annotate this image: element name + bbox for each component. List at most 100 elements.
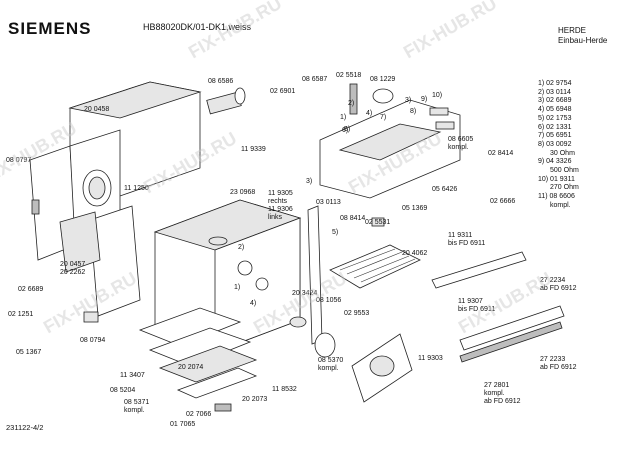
part-label: ab FD 6912 bbox=[540, 364, 577, 371]
part-label: kompl. bbox=[484, 390, 505, 397]
part-label: kompl. bbox=[124, 407, 145, 414]
legend-entry: 30 Ohm bbox=[550, 149, 575, 157]
callout-number: 5) bbox=[344, 126, 351, 133]
part-label: kompl. bbox=[318, 365, 339, 372]
part-label: 08 6587 bbox=[302, 76, 328, 83]
legend-entry: 270 Ohm bbox=[550, 184, 579, 192]
subcategory-label: Einbau-Herde bbox=[558, 36, 608, 45]
document-number: 231122-4/2 bbox=[6, 423, 44, 432]
door-rail-parts bbox=[431, 251, 565, 363]
lamp-cover-part bbox=[351, 333, 413, 403]
category-label: HERDE bbox=[558, 26, 587, 35]
callout-number: 3) bbox=[405, 97, 412, 104]
part-label: 08 5371 bbox=[124, 399, 150, 406]
part-label: 27 2233 bbox=[540, 356, 566, 363]
part-label: bis FD 6911 bbox=[448, 240, 486, 247]
part-label: 08 8414 bbox=[340, 215, 366, 222]
hardware-parts bbox=[83, 217, 385, 412]
legend-entry: 8) 03 0092 bbox=[538, 140, 572, 148]
part-label: 08 1229 bbox=[370, 76, 396, 83]
part-label: ab FD 6912 bbox=[484, 398, 521, 405]
part-label: 02 5518 bbox=[336, 72, 362, 79]
legend-entry: kompl. bbox=[550, 201, 571, 209]
part-label: 20 2262 bbox=[60, 269, 86, 276]
part-label: 02 6901 bbox=[270, 88, 296, 95]
callout-number: 2) bbox=[238, 244, 245, 251]
control-assembly-part bbox=[319, 83, 461, 199]
part-label: 02 8414 bbox=[488, 150, 514, 157]
legend-entry: 500 Ohm bbox=[550, 167, 579, 175]
part-label: 11 9307 bbox=[458, 298, 483, 305]
part-label: 03 0113 bbox=[316, 199, 341, 206]
part-label: 08 6605 bbox=[448, 136, 474, 143]
part-label: 11 8532 bbox=[272, 386, 297, 393]
fan-motor-part bbox=[206, 87, 246, 115]
part-label: 20 2073 bbox=[242, 396, 268, 403]
callout-number: 9) bbox=[421, 96, 428, 103]
part-label: 08 5204 bbox=[110, 387, 136, 394]
part-label: 11 3407 bbox=[120, 372, 145, 379]
callout-number: 5) bbox=[332, 229, 339, 236]
part-label: 01 7065 bbox=[170, 421, 196, 428]
part-label: 02 5531 bbox=[365, 219, 391, 226]
legend-entry: 1) 02 9754 bbox=[538, 80, 572, 87]
part-label: 02 6689 bbox=[18, 286, 44, 293]
part-label: 20 0458 bbox=[84, 106, 110, 113]
part-label: ab FD 6912 bbox=[540, 285, 577, 292]
part-label: 27 2801 bbox=[484, 382, 510, 389]
part-label: links bbox=[268, 214, 283, 221]
part-label: 02 1251 bbox=[8, 311, 34, 318]
part-label: 08 6586 bbox=[208, 78, 234, 85]
callout-number: 3) bbox=[306, 178, 313, 185]
part-label: 05 1369 bbox=[402, 205, 428, 212]
part-label: rechts bbox=[268, 198, 288, 205]
part-label: 08 1056 bbox=[316, 297, 342, 304]
callout-number: 2) bbox=[348, 100, 355, 107]
legend-entry: 10) 01 9311 bbox=[538, 175, 575, 183]
legend-entry: 4) 05 6948 bbox=[538, 106, 572, 114]
brand-logo-text: SIEMENS bbox=[8, 19, 92, 38]
part-label: 02 6666 bbox=[490, 198, 516, 205]
part-label: 27 2234 bbox=[540, 277, 566, 284]
callout-number: 4) bbox=[366, 110, 373, 117]
part-label: bis FD 6911 bbox=[458, 306, 496, 313]
part-label: 20 3424 bbox=[292, 290, 318, 297]
model-number: HB88020DK/01-DK1,weiss bbox=[143, 22, 252, 32]
part-label: 11 9339 bbox=[241, 146, 266, 153]
part-label: 11 9303 bbox=[418, 355, 443, 362]
callout-number: 4) bbox=[250, 300, 257, 307]
part-label: 20 2074 bbox=[178, 364, 204, 371]
part-label: 11 9311 bbox=[448, 232, 473, 239]
legend-entry: 2) 03 0114 bbox=[538, 88, 571, 96]
part-label: kompl. bbox=[448, 144, 469, 151]
parts-legend: 1) 02 9754 2) 03 0114 3) 02 6689 4) 05 6… bbox=[538, 80, 579, 211]
side-panel-part bbox=[59, 205, 141, 317]
part-label: 05 1367 bbox=[16, 349, 42, 356]
part-label: 08 0797 bbox=[6, 157, 32, 164]
heating-element-part bbox=[329, 244, 421, 289]
legend-entry: 11) 08 6606 bbox=[538, 193, 575, 201]
part-label: 05 6426 bbox=[432, 186, 458, 193]
part-label: 11 9305 bbox=[268, 190, 293, 197]
callout-number: 8) bbox=[410, 108, 417, 115]
part-label: 08 5370 bbox=[318, 357, 344, 364]
part-label: 02 9553 bbox=[344, 310, 370, 317]
part-label: 11 9306 bbox=[268, 206, 293, 213]
side-rail-part bbox=[307, 205, 323, 345]
callout-number: 6) bbox=[342, 127, 349, 134]
legend-entry: 3) 02 6689 bbox=[538, 97, 572, 105]
part-label: 11 1250 bbox=[124, 185, 149, 192]
legend-entry: 9) 04 3326 bbox=[538, 158, 572, 166]
part-label: 20 0457 bbox=[60, 261, 86, 268]
part-label: 02 7066 bbox=[186, 411, 212, 418]
part-label: 20 4062 bbox=[402, 250, 428, 257]
legend-entry: 7) 05 6951 bbox=[538, 132, 572, 140]
callout-number: 1) bbox=[340, 114, 347, 121]
callout-number: 10) bbox=[432, 92, 443, 99]
legend-entry: 5) 02 1753 bbox=[538, 114, 572, 122]
callout-number: 1) bbox=[234, 284, 241, 291]
door-frame-parts bbox=[138, 307, 336, 399]
callout-number: 7) bbox=[380, 114, 387, 121]
